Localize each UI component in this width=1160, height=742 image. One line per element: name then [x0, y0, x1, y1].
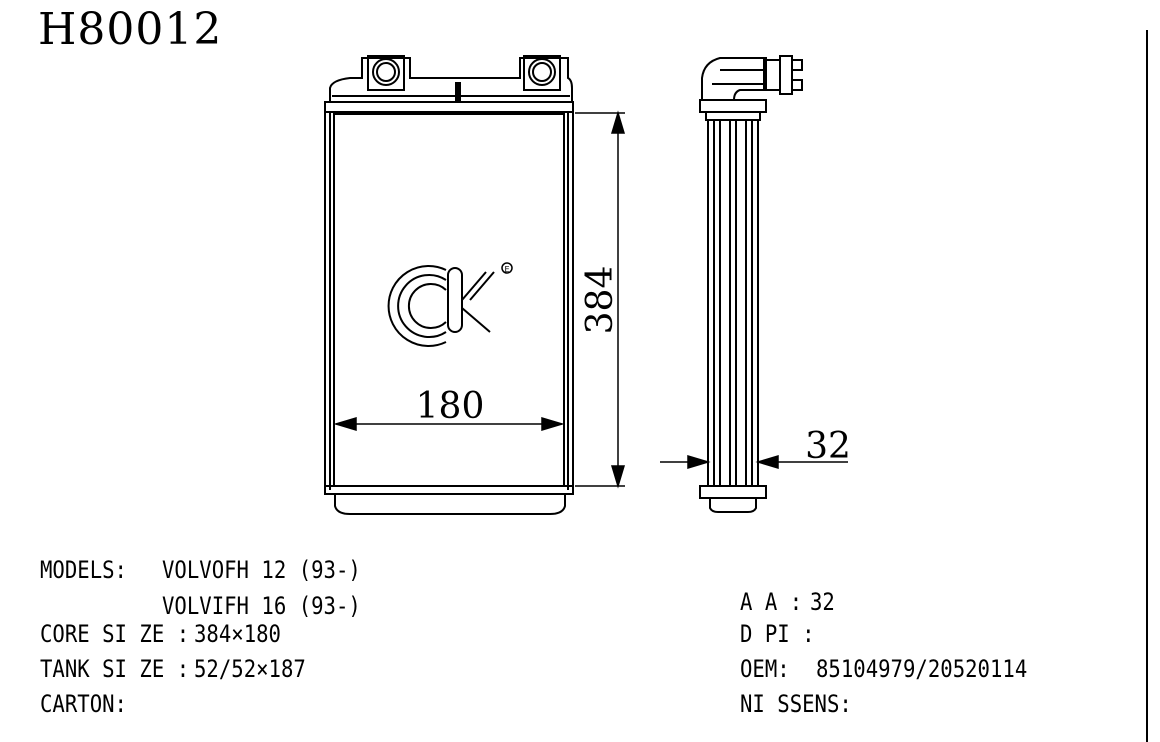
inlet-pipe-left — [367, 55, 405, 91]
width-label: 180 — [416, 386, 485, 427]
aa-label: A A : — [740, 588, 803, 616]
aa-value: 32 — [810, 588, 835, 616]
thickness-dimension — [660, 440, 848, 486]
dpi-label: D PI : — [740, 620, 815, 648]
frame-border-line — [1146, 30, 1148, 742]
core-size-value: 384×180 — [194, 620, 281, 648]
height-dimension — [575, 110, 626, 489]
thickness-label: 32 — [805, 426, 851, 467]
width-dimension — [333, 416, 565, 432]
oem-label: OEM: — [740, 655, 790, 683]
registered-mark: E — [504, 265, 509, 274]
front-view — [324, 55, 574, 515]
oem-value: 85104979/20520114 — [816, 655, 1028, 683]
carton-label: CARTON: — [40, 690, 127, 718]
part-number-title: H80012 — [38, 4, 223, 55]
tank-size-label: TANK SI ZE : — [40, 655, 190, 683]
ck-logo — [387, 262, 513, 347]
core-size-label: CORE SI ZE : — [40, 620, 190, 648]
tank-size-value: 52/52×187 — [194, 655, 306, 683]
height-label: 384 — [580, 266, 621, 335]
nissens-label: NI SSENS: — [740, 690, 852, 718]
model-1: VOLVOFH 12 (93-) — [162, 556, 361, 584]
model-2: VOLVIFH 16 (93-) — [162, 592, 361, 620]
side-view — [699, 55, 803, 513]
inlet-pipe-right — [523, 55, 561, 91]
models-label: MODELS: — [40, 556, 127, 584]
